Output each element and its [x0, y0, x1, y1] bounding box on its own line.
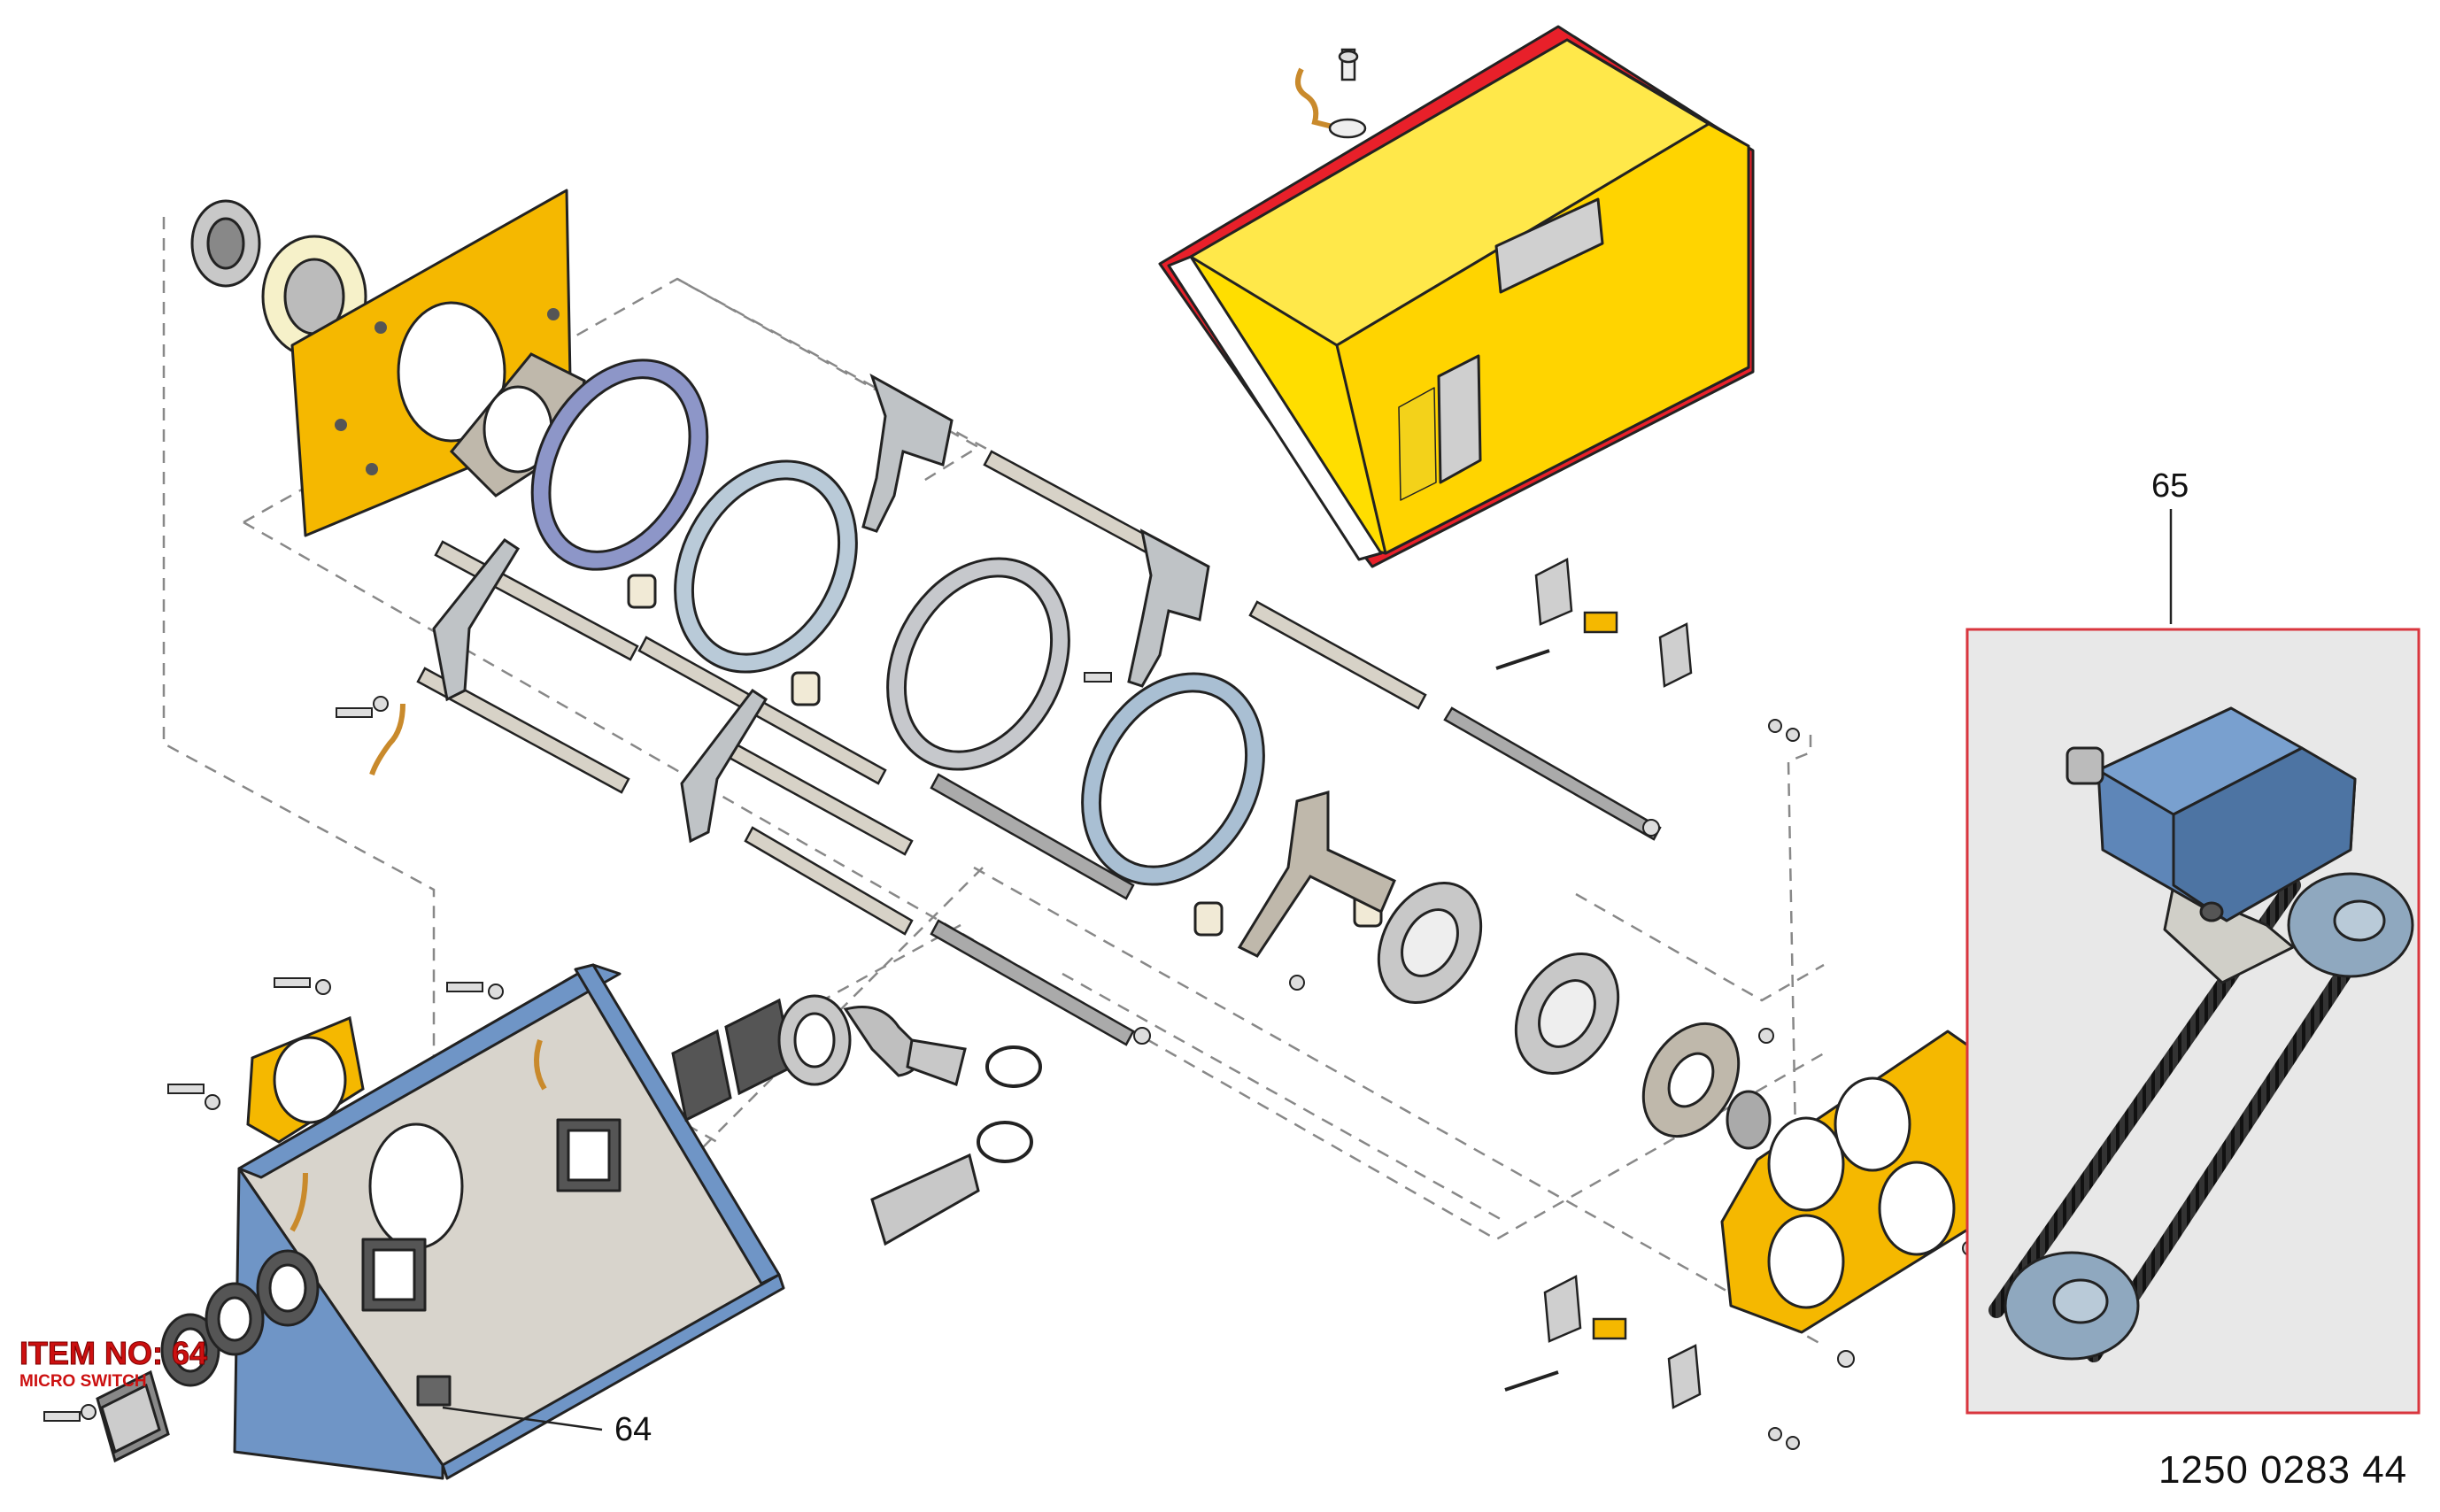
y-shaped-bracket	[1237, 791, 1396, 958]
cam-discs	[1377, 881, 1772, 1150]
item-tag-title: ITEM NO: 64	[19, 1335, 208, 1372]
blue-gear-motor	[2066, 706, 2357, 984]
item-tag-subtitle: MICRO SWITCH	[19, 1372, 147, 1391]
rod-brackets	[432, 373, 1210, 844]
micro-switch-mounts	[1495, 558, 1702, 1409]
wire-leads	[290, 703, 547, 1232]
housing-gasket-and-covers	[96, 994, 1042, 1463]
hood-bolt-and-wire	[1295, 48, 1367, 139]
orange-bearing-plate-right	[1720, 1030, 1994, 1334]
drawing-number: 1250 0283 44	[2158, 1448, 2408, 1492]
callout-label-64: 64	[614, 1411, 652, 1448]
flange-gasket	[449, 352, 586, 498]
drum-ring-4	[1081, 672, 1265, 886]
callout-label-65: 65	[2151, 467, 2189, 505]
blue-switch-housing	[233, 963, 785, 1480]
callout-leaders	[442, 509, 2173, 1431]
drum-ring-3	[886, 557, 1070, 771]
drive-pulleys	[2004, 872, 2414, 1361]
drum-ring-2	[674, 459, 858, 674]
yellow-cover-hood	[1158, 25, 1755, 568]
drum-ring-1	[530, 359, 709, 571]
